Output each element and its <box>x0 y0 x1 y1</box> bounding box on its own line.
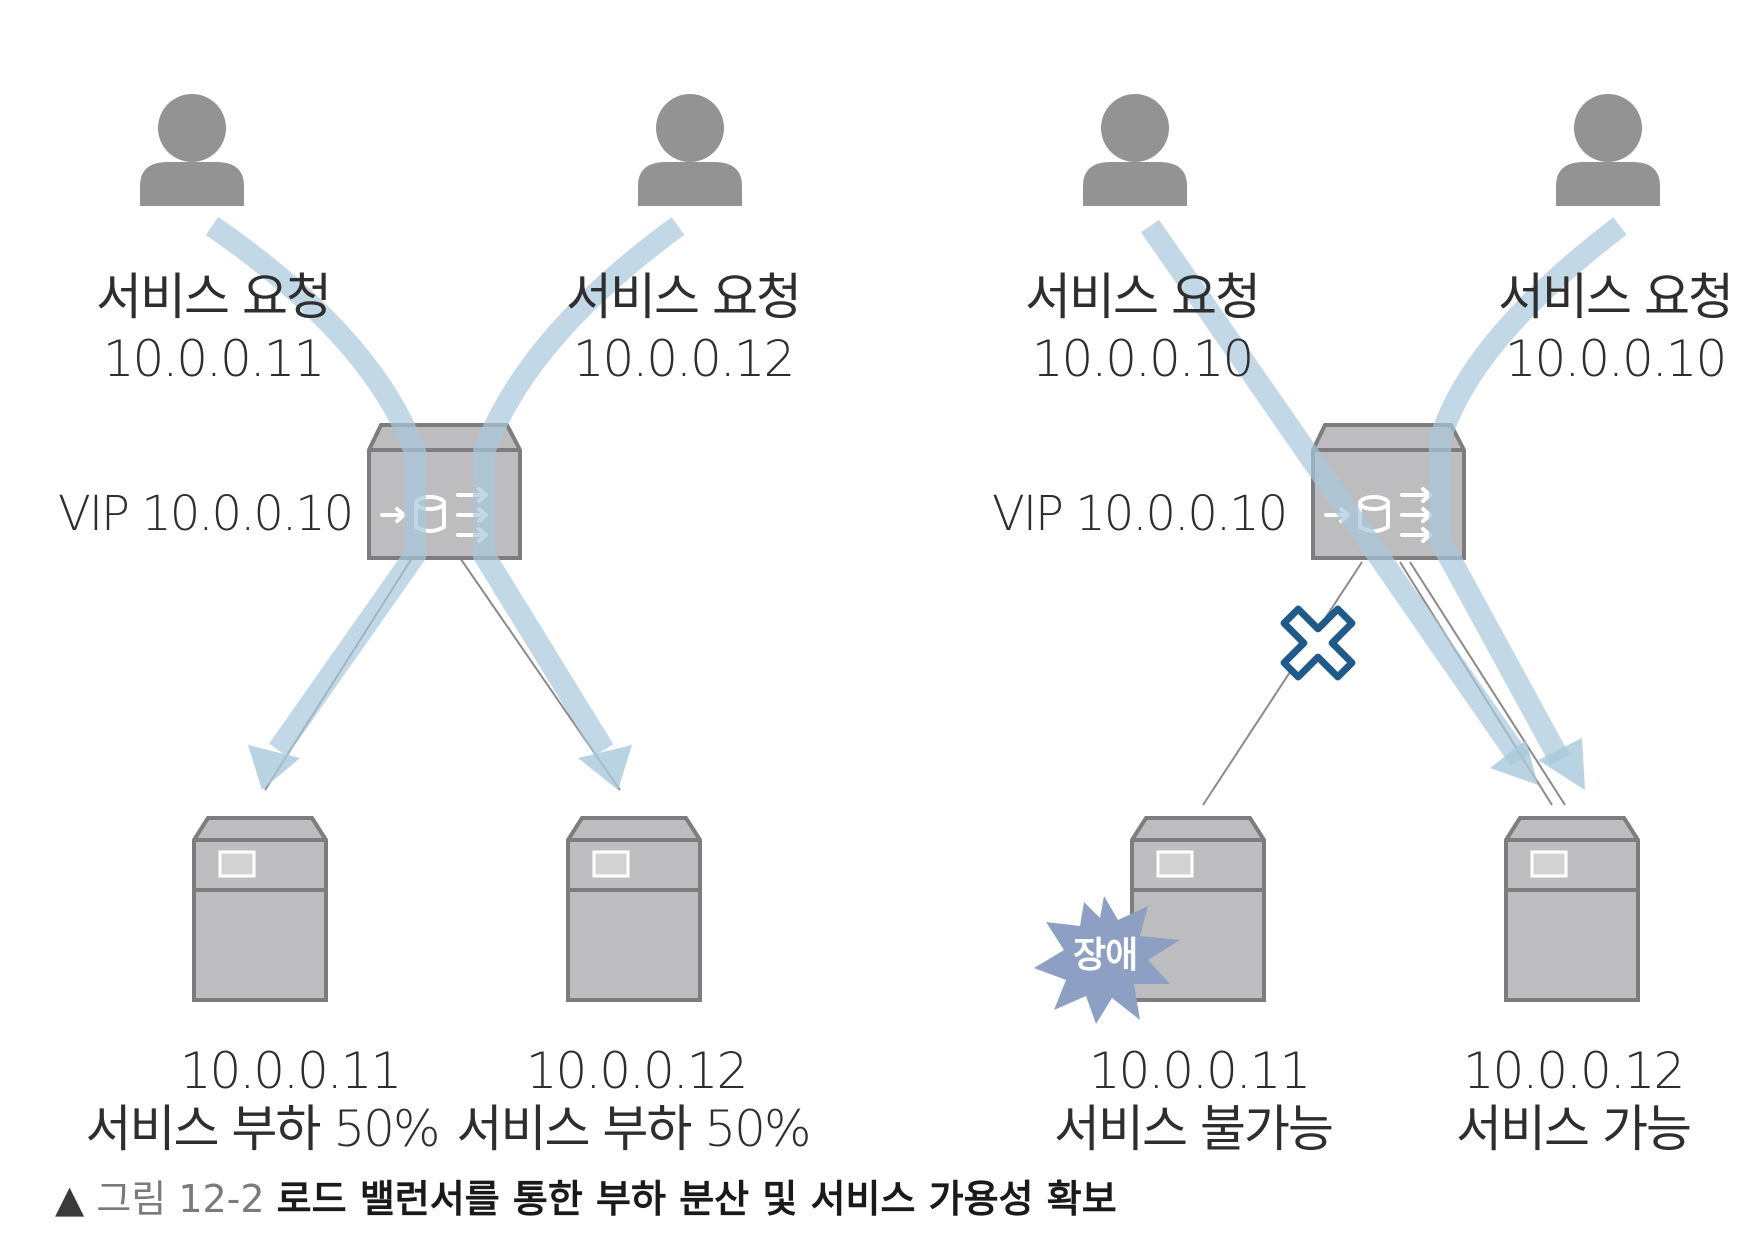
server-ip: 10.0.0.11 <box>179 1042 403 1100</box>
request-ip: 10.0.0.10 <box>1504 330 1728 388</box>
failure-x-icon <box>1280 605 1356 681</box>
server-status: 서비스 불가능 <box>1054 1100 1334 1158</box>
server-ip: 10.0.0.11 <box>1088 1042 1312 1100</box>
request-label: 서비스 요청 <box>96 268 332 326</box>
flow-arrowhead <box>248 745 300 790</box>
caption-marker-icon: ▲ <box>55 1177 85 1221</box>
request-label: 서비스 요청 <box>1498 268 1734 326</box>
connection-line <box>1202 561 1363 806</box>
server-icon <box>192 816 328 1002</box>
figure-number: 그림 12-2 <box>96 1177 265 1221</box>
request-ip: 10.0.0.12 <box>572 330 796 388</box>
right-diagram <box>1034 94 1660 1024</box>
flow-arrow <box>473 217 685 756</box>
server-ip: 10.0.0.12 <box>525 1042 749 1100</box>
vip-label: VIP 10.0.0.10 <box>58 486 354 542</box>
flow-arrowhead <box>578 745 632 790</box>
server-icon <box>1504 816 1640 1002</box>
connection-line <box>1409 561 1566 806</box>
figure-caption: ▲ 그림 12-2 로드 밸런서를 통한 부하 분산 및 서비스 가용성 확보 <box>55 1180 1117 1218</box>
server-ip: 10.0.0.12 <box>1462 1042 1686 1100</box>
flow-arrowhead <box>1538 738 1585 790</box>
request-label: 서비스 요청 <box>1025 268 1261 326</box>
request-ip: 10.0.0.10 <box>1031 330 1255 388</box>
flow-arrow <box>1429 217 1627 766</box>
user-icon <box>1083 94 1187 206</box>
flow-arrow <box>1140 219 1530 767</box>
failure-badge-label: 장애 <box>1073 935 1138 976</box>
server-status: 서비스 부하 50% <box>85 1100 441 1158</box>
user-icon <box>638 94 742 206</box>
left-diagram <box>140 94 742 1002</box>
server-status: 서비스 부하 50% <box>456 1100 812 1158</box>
flow-arrow <box>205 216 426 757</box>
caption-text: 로드 밸런서를 통한 부하 분산 및 서비스 가용성 확보 <box>276 1177 1117 1221</box>
server-icon <box>566 816 702 1002</box>
server-status: 서비스 가능 <box>1456 1100 1692 1158</box>
failure-burst-icon <box>1034 896 1180 1024</box>
user-icon <box>140 94 244 206</box>
flow-arrowhead <box>1490 740 1538 785</box>
user-icon <box>1556 94 1660 206</box>
vip-label: VIP 10.0.0.10 <box>992 486 1288 542</box>
request-label: 서비스 요청 <box>566 268 802 326</box>
request-ip: 10.0.0.11 <box>102 330 326 388</box>
